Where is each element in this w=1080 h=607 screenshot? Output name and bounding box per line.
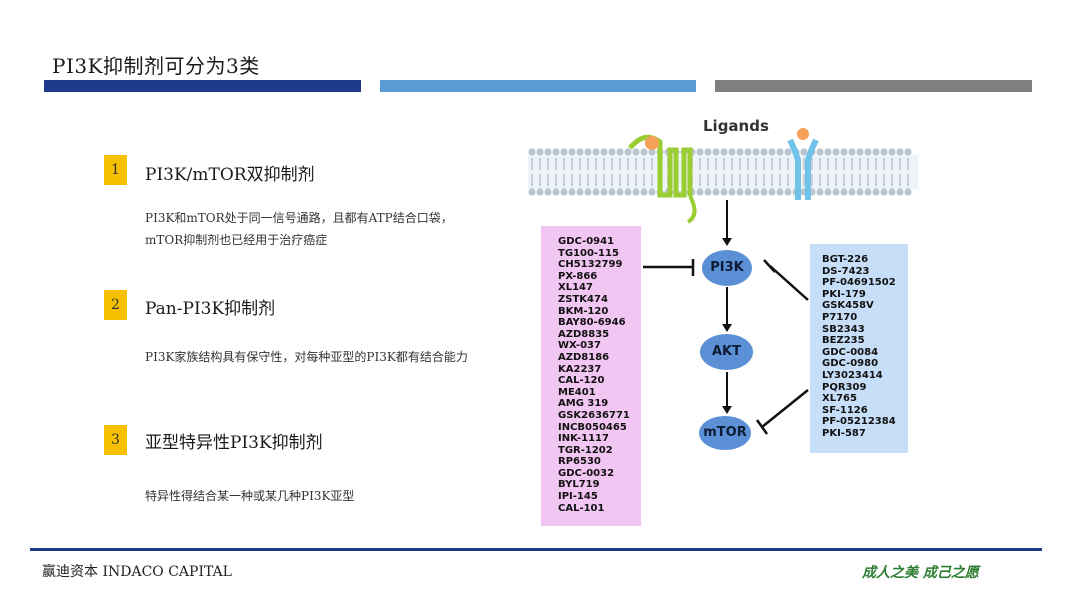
drug-name: GSK458V [822, 300, 874, 312]
drug-name: SB2343 [822, 323, 865, 335]
cell-membrane-graphic [528, 148, 918, 196]
drug-name: DS-7423 [822, 265, 870, 277]
drug-name: LY3023414 [822, 369, 883, 381]
drug-name: CAL-120 [558, 375, 605, 387]
item-number-badge: 3 [104, 425, 127, 455]
drug-name: GDC-0980 [822, 358, 879, 370]
drug-name: GDC-0084 [822, 346, 879, 358]
drug-name: INK-1117 [558, 433, 609, 445]
drug-name: BYL719 [558, 479, 600, 491]
item-description: PI3K和mTOR处于同一信号通路，且都有ATP结合口袋，mTOR抑制剂也已经用… [145, 211, 453, 247]
drug-name: RP6530 [558, 456, 601, 468]
drug-name: PX-866 [558, 270, 598, 282]
drug-name: XL765 [822, 393, 857, 405]
drug-name: IPI-145 [558, 491, 598, 503]
drug-name: BAY80-6946 [558, 317, 626, 329]
node-pi3k: PI3K [702, 250, 752, 286]
drug-name: KA2237 [558, 363, 602, 375]
gpcr-receptor-graphic [628, 134, 697, 224]
drug-name: ME401 [558, 386, 596, 398]
item-number-badge: 2 [104, 290, 127, 320]
drug-name: BEZ235 [822, 335, 865, 347]
drug-name: ZSTK474 [558, 293, 608, 305]
title-bar-blue [380, 80, 696, 92]
item-description: 特异性得结合某一种或某几种PI3K亚型 [145, 489, 355, 503]
title-bar-navy [44, 80, 361, 92]
drug-name: P7170 [822, 311, 858, 323]
title-bar-gray [715, 80, 1032, 92]
drug-name: AZD8186 [558, 351, 610, 363]
item-title: Pan-PI3K抑制剂 [145, 299, 276, 319]
footer-company: 赢迪资本 INDACO CAPITAL [42, 564, 232, 580]
pathway-arrows [722, 200, 732, 414]
node-mtor: mTOR [699, 416, 751, 450]
drug-name: TG100-115 [558, 247, 619, 259]
drug-name: GSK2636771 [558, 409, 630, 421]
drug-name: TGR-1202 [558, 444, 613, 456]
drug-name: BGT-226 [822, 254, 869, 265]
drug-name: PKI-179 [822, 288, 866, 300]
drug-name: BKM-120 [558, 305, 609, 317]
node-label: mTOR [703, 425, 747, 440]
drug-name: AMG 319 [558, 398, 609, 410]
ligands-label: Ligands [703, 117, 769, 135]
drug-name: CAL-101 [558, 502, 605, 514]
drug-name: PF-04691502 [822, 277, 896, 289]
drug-name: PQR309 [822, 381, 867, 393]
drug-name: SF-1126 [822, 404, 868, 416]
drug-name: INCB050465 [558, 421, 627, 433]
footer-divider [30, 548, 1042, 551]
drug-name: XL147 [558, 282, 593, 294]
drug-name: AZD8835 [558, 328, 610, 340]
rtk-receptor-graphic [787, 128, 819, 200]
item-title: PI3K/mTOR双抑制剂 [145, 165, 315, 185]
drug-name: GDC-0032 [558, 467, 615, 479]
footer-slogan: 成人之美 成己之愿 [862, 565, 979, 581]
item-number-badge: 1 [104, 155, 127, 185]
node-akt: AKT [700, 334, 753, 370]
item-description: PI3K家族结构具有保守性，对每种亚型的PI3K都有结合能力 [145, 350, 468, 364]
drug-name: PF-05212384 [822, 416, 896, 428]
drug-name: GDC-0941 [558, 236, 615, 247]
drug-name: WX-037 [558, 340, 601, 352]
page-title: PI3K抑制剂可分为3类 [52, 54, 260, 78]
drug-name: PKI-587 [822, 427, 866, 439]
item-title: 亚型特异性PI3K抑制剂 [145, 433, 323, 453]
node-label: AKT [711, 344, 741, 359]
node-label: PI3K [710, 260, 744, 275]
inhibition-lines [643, 259, 809, 435]
drug-name: CH5132799 [558, 259, 623, 271]
